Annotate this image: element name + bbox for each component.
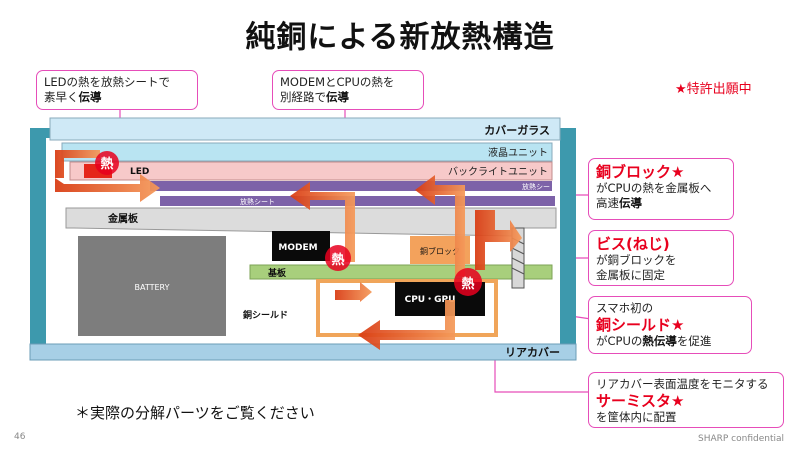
patent-pending-label: ★特許出願中 (675, 82, 752, 97)
battery-label: BATTERY (135, 283, 170, 292)
callout-screw: ビス(ねじ) が銅ブロックを 金属板に固定 (588, 230, 734, 286)
svg-text:熱: 熱 (461, 276, 474, 292)
page-number: 46 (14, 432, 26, 442)
callout-thermistor: リアカバー表面温度をモニタする サーミスタ★ を筐体内に配置 (588, 372, 784, 428)
cover-glass-label: カバーガラス (484, 123, 550, 137)
confidential-label: SHARP confidential (697, 434, 784, 444)
page-title: 純銅による新放熱構造 (245, 20, 555, 55)
heat-sheet-top (150, 181, 552, 191)
metal-plate-label: 金属板 (107, 212, 139, 225)
callout-copper-block: 銅ブロック★ がCPUの熱を金属板へ 高速伝導 (588, 158, 734, 220)
footnote: ＊実際の分解パーツをご覧ください (75, 404, 315, 422)
copper-block-label: 銅ブロック (420, 246, 460, 256)
lcd-unit (61, 142, 553, 162)
backlight-label: バックライトユニット (448, 166, 548, 178)
heat-marker-cpu (454, 268, 482, 296)
heat-sheet-mid-label: 放熱シート (240, 197, 275, 206)
rear-cover (29, 343, 577, 361)
cpu-label: CPU・GPU (405, 295, 456, 305)
heat-sheet-mid (160, 196, 555, 206)
heat-marker-modem (325, 245, 351, 271)
heat-arrow-screw (475, 210, 522, 270)
svg-text:熱: 熱 (100, 156, 113, 172)
heat-sheet-top-label: 放熱シート (522, 182, 557, 191)
heat-arrow-led (55, 150, 100, 178)
circuit-board (249, 264, 553, 280)
modem-label: MODEM (278, 243, 317, 253)
led-label: LED (130, 167, 149, 177)
lcd-label: 液晶ユニット (488, 146, 548, 159)
callout-led: LEDの熱を放熱シートで 素早く伝導 (36, 70, 198, 110)
rear-cover-label: リアカバー (505, 346, 560, 359)
callout-modem: MODEMとCPUの熱を 別経路で伝導 (272, 70, 424, 110)
heat-marker-led (95, 151, 119, 175)
heat-arrow-modem (290, 182, 355, 262)
cover-glass (49, 117, 561, 141)
callout-shield: スマホ初の 銅シールド★ がCPUの熱伝導を促進 (588, 296, 752, 354)
board-label: 基板 (267, 267, 287, 279)
heat-arrow-cpu-up (415, 175, 465, 276)
battery (78, 236, 226, 336)
svg-text:熱: 熱 (331, 252, 344, 268)
heat-arrow-rear (358, 300, 455, 350)
modem-chip (272, 231, 330, 261)
backlight-unit (69, 161, 553, 181)
shield-label: 銅シールド (243, 309, 288, 321)
